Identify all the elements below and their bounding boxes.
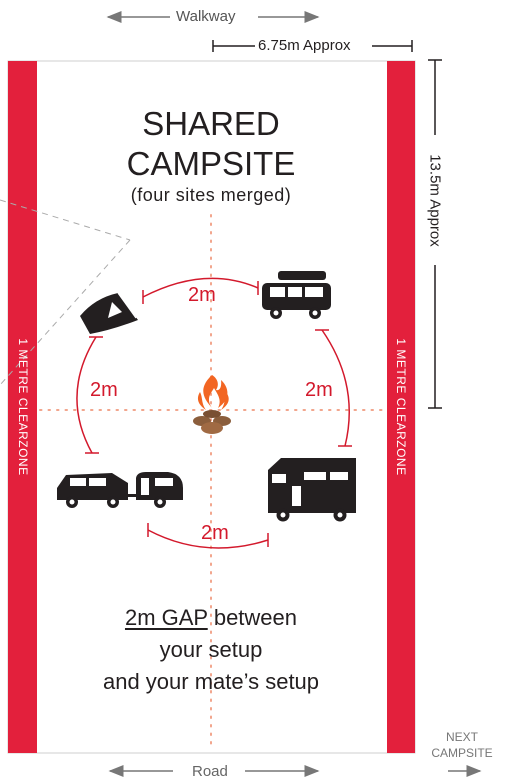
gap-note-line-2: your setup xyxy=(159,637,263,662)
gap-label-left: 2m xyxy=(90,379,118,401)
campfire-icon xyxy=(193,375,231,434)
walkway-label: Walkway xyxy=(176,8,236,25)
gap-note-line-3: and your mate’s setup xyxy=(102,669,320,694)
length-dimension xyxy=(428,59,442,409)
adjacent-site-lines xyxy=(0,199,131,386)
clearzone-left-label: 1 METRE CLEARZONE xyxy=(16,338,30,476)
clearzone-right xyxy=(387,61,415,753)
campervan-roof-box-icon xyxy=(262,271,331,319)
gap-note-line-1-rest: between xyxy=(207,605,298,630)
gap-note-line-1: 2m GAP between xyxy=(61,602,361,634)
gap-arcs xyxy=(76,277,352,549)
gap-note: 2m GAP between your setup and your mate’… xyxy=(61,602,361,698)
guide-lines xyxy=(39,214,386,751)
gap-label-bottom: 2m xyxy=(201,522,229,544)
clearzone-right-label: 1 METRE CLEARZONE xyxy=(394,338,408,476)
gap-label-right: 2m xyxy=(305,379,333,401)
subtitle: (four sites merged) xyxy=(130,185,292,205)
next-campsite-line-2: CAMPSITE xyxy=(431,746,493,760)
next-campsite-label: NEXT CAMPSITE xyxy=(422,729,502,761)
motorhome-icon xyxy=(268,458,356,522)
tent-icon xyxy=(80,292,138,334)
car-with-caravan-icon xyxy=(57,472,183,508)
road-label: Road xyxy=(192,763,228,780)
gap-label-top: 2m xyxy=(188,284,216,306)
site-boundary xyxy=(7,60,416,754)
next-campsite-line-1: NEXT xyxy=(445,730,478,744)
title-line-2: CAMPSITE xyxy=(126,145,296,182)
gap-note-emphasis: 2m GAP xyxy=(124,605,208,630)
page-title: SHARED CAMPSITE xyxy=(61,104,361,184)
length-label: 13.5m Approx xyxy=(426,154,444,247)
clearzone-left xyxy=(8,61,37,753)
title-line-1: SHARED xyxy=(142,105,280,142)
width-dimension xyxy=(212,40,413,52)
width-label: 6.75m Approx xyxy=(258,37,351,54)
